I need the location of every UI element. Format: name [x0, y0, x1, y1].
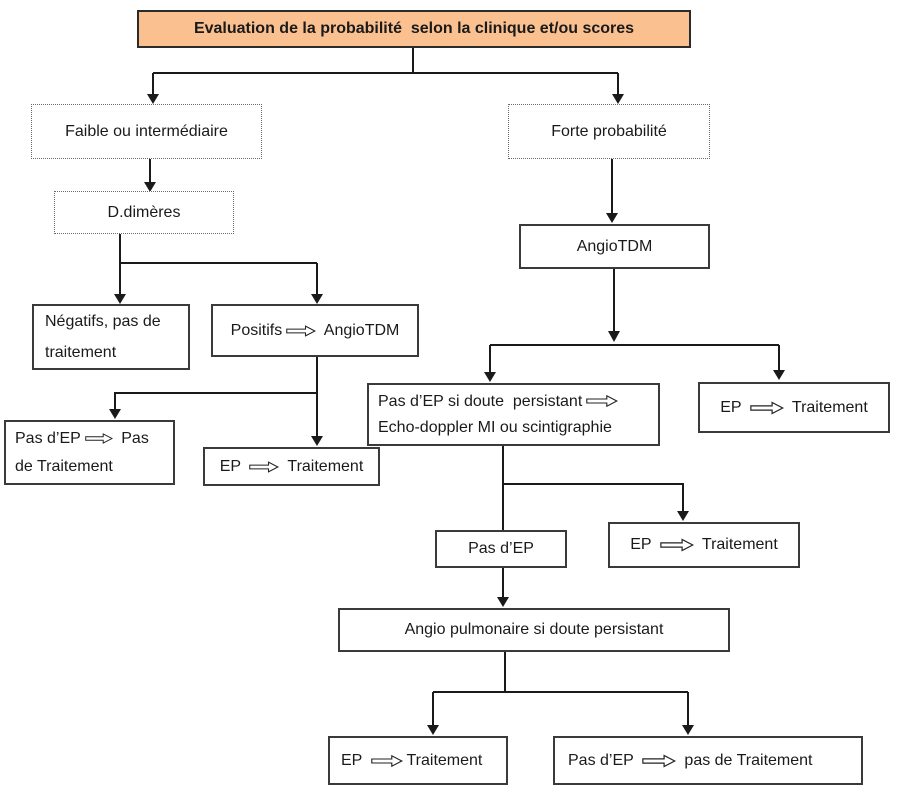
right-arrow-icon: [85, 433, 113, 444]
connector-positifs-split: [109, 357, 323, 446]
right-arrow-icon: [586, 395, 619, 408]
node-ep-traitement-1-post: Traitement: [787, 398, 868, 416]
node-ep-traitement-3: EP Traitement: [608, 522, 800, 568]
connector-echo-split: [502, 446, 689, 530]
right-arrow-icon: [286, 324, 317, 337]
node-ep-traitement-4-post: Traitement: [406, 751, 483, 769]
connector-angiotdm-split: [484, 269, 785, 382]
node-angiotdm: AngioTDM: [519, 224, 710, 269]
node-evaluation-label: Evaluation de la probabilité selon la cl…: [193, 20, 635, 38]
connector-angiopulm-split: [427, 652, 694, 735]
node-pasdep-bottom-post: pas de Traitement: [679, 751, 813, 769]
node-pasdep-pas-traitement: Pas d’EP Pas de Traitement: [4, 420, 175, 485]
node-negatifs-line2: traitement: [45, 343, 117, 361]
node-angio-pulmonaire-label: Angio pulmonaire si doute persistant: [404, 621, 664, 639]
node-angiotdm-label: AngioTDM: [576, 237, 653, 255]
node-negatifs-line1: Négatifs, pas de: [45, 313, 161, 331]
node-echo-line1: Pas d’EP si doute persistant: [378, 392, 583, 410]
connector-pasdep-to-angiopulm: [497, 568, 509, 607]
node-pasdep-pas-traitement-line1-post: Pas: [116, 429, 149, 447]
node-pasdep-pas-de-traitement-bottom: Pas d’EP pas de Traitement: [553, 736, 863, 785]
right-arrow-icon: [249, 460, 280, 473]
node-ep-traitement-3-pre: EP: [630, 536, 656, 554]
node-faible-label: Faible ou intermédiaire: [65, 122, 228, 140]
right-arrow-icon: [749, 400, 784, 415]
node-echo-doppler: Pas d’EP si doute persistant Echo-dopple…: [367, 383, 660, 446]
node-pasdep-pas-traitement-line1-pre: Pas d’EP: [15, 429, 81, 447]
connector-faible-to-ddimeres: [144, 159, 156, 192]
node-ep-traitement-1-pre: EP: [720, 398, 746, 416]
node-echo-line2: Echo-doppler MI ou scintigraphie: [378, 419, 612, 436]
node-ep-traitement-2: EP Traitement: [203, 447, 380, 486]
connector-top-split: [147, 48, 624, 104]
node-ep-traitement-3-post: Traitement: [697, 536, 778, 554]
connector-ddimeres-split: [114, 232, 323, 304]
connector-forte-to-angiotdm: [606, 159, 618, 223]
node-pasdep-pas-traitement-line2: de Traitement: [15, 458, 113, 475]
node-ep-traitement-2-post: Traitement: [283, 457, 364, 475]
node-ddimeres-label: D.dimères: [107, 203, 181, 221]
right-arrow-icon: [642, 753, 676, 768]
node-negatifs: Négatifs, pas de traitement: [32, 304, 190, 370]
node-positifs-pre: Positifs: [230, 321, 283, 339]
node-pasdep-label: Pas d’EP: [468, 540, 534, 558]
node-forte-probabilite: Forte probabilité: [508, 104, 710, 159]
node-positifs: Positifs AngioTDM: [211, 304, 419, 357]
node-evaluation: Evaluation de la probabilité selon la cl…: [137, 10, 691, 48]
node-ep-traitement-4-pre: EP: [341, 751, 367, 769]
node-ep-traitement-1: EP Traitement: [698, 382, 890, 433]
node-ep-traitement-4: EP Traitement: [328, 736, 508, 785]
node-ddimeres: D.dimères: [54, 191, 234, 234]
node-ep-traitement-2-pre: EP: [219, 457, 246, 475]
node-angio-pulmonaire: Angio pulmonaire si doute persistant: [338, 608, 730, 652]
node-positifs-post: AngioTDM: [320, 321, 400, 339]
node-forte-label: Forte probabilité: [551, 122, 667, 140]
right-arrow-icon: [659, 538, 694, 552]
node-faible-intermediaire: Faible ou intermédiaire: [31, 104, 262, 159]
node-pasdep: Pas d’EP: [435, 530, 567, 568]
right-arrow-icon: [370, 754, 403, 767]
node-pasdep-bottom-pre: Pas d’EP: [568, 751, 638, 769]
